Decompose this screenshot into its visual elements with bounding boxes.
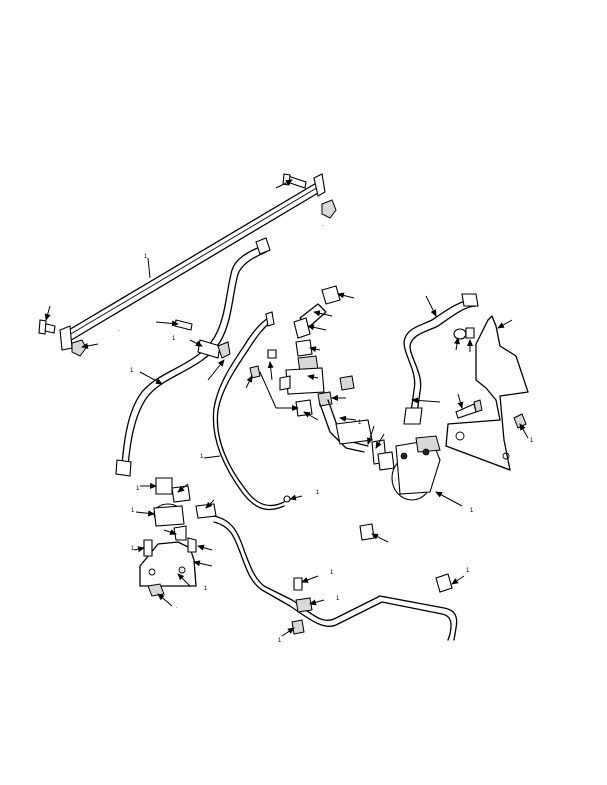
top-bolt <box>282 173 307 189</box>
leader-lines <box>44 179 529 637</box>
callout: 1 <box>470 508 474 514</box>
right-bracket <box>445 315 529 471</box>
return-fitting <box>249 349 291 503</box>
callout: 1 <box>336 596 340 602</box>
callout: . <box>322 222 324 228</box>
hose-clamp <box>174 319 231 359</box>
callouts: . 1 . 1 1 1 1 . 1 1 1 1 . 1 1 1 1 1 1 1 <box>118 222 534 644</box>
return-tube <box>212 311 285 511</box>
small-fittings-upper-right <box>453 327 475 340</box>
bracket-nut <box>513 413 527 429</box>
loose-fitting <box>359 523 375 541</box>
callout: 1 <box>131 508 135 514</box>
lower-fuel-line <box>213 515 458 641</box>
filter-assembly <box>153 477 217 541</box>
callout: 1 <box>200 454 204 460</box>
bracket-bolt <box>455 399 483 419</box>
left-bolt <box>38 319 56 335</box>
callout: 1 <box>172 336 176 342</box>
callout: 1 <box>530 438 534 444</box>
upper-right-tube <box>403 293 479 425</box>
manifold-assembly <box>279 285 387 465</box>
callout: . <box>176 604 178 610</box>
filter-bracket <box>139 537 197 597</box>
callout: 1 <box>466 568 470 574</box>
callout: . <box>118 327 120 333</box>
left-nut <box>71 339 87 357</box>
mounting-bar <box>59 173 326 351</box>
callout: 1 <box>330 570 334 576</box>
lower-clamp <box>291 577 313 635</box>
callout: 1 <box>278 638 282 644</box>
callout: 1 <box>316 490 320 496</box>
callout: 1 <box>204 586 208 592</box>
callout: 1 <box>131 546 135 552</box>
callout: . <box>278 410 280 416</box>
callout: 1 <box>136 486 140 492</box>
fuel-pump <box>377 435 441 501</box>
callout: 1 <box>144 254 148 260</box>
top-nut <box>321 199 337 219</box>
flex-hose-large <box>115 237 271 477</box>
callout: 1 <box>130 368 134 374</box>
callout: 1 <box>358 420 362 426</box>
